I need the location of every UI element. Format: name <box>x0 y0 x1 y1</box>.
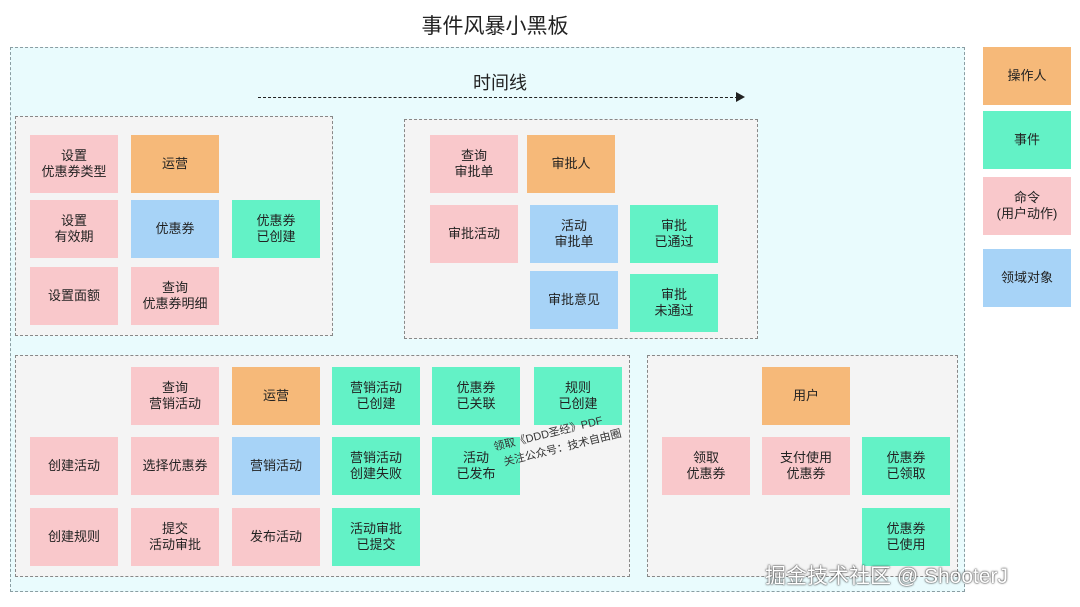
legend-actor: 操作人 <box>983 47 1071 105</box>
note-coupon-linked: 优惠券 已关联 <box>432 367 520 425</box>
note-publish-activity: 发布活动 <box>232 508 320 566</box>
note-claim-coupon: 领取 优惠券 <box>662 437 750 495</box>
note-coupon-claimed: 优惠券 已领取 <box>862 437 950 495</box>
note-query-coupon-detail: 查询 优惠券明细 <box>131 267 219 325</box>
timeline-label: 时间线 <box>473 73 527 93</box>
note-rejected: 审批 未通过 <box>630 274 718 332</box>
note-rule-created: 规则 已创建 <box>534 367 622 425</box>
note-create-activity: 创建活动 <box>30 437 118 495</box>
timeline-arrow-line <box>258 97 738 98</box>
note-approved: 审批 已通过 <box>630 205 718 263</box>
credit-watermark: 掘金技术社区 @ ShooterJ <box>765 565 1009 588</box>
legend-command: 命令 (用户动作) <box>983 177 1071 235</box>
note-coupon: 优惠券 <box>131 200 219 258</box>
note-approval-submitted: 活动审批 已提交 <box>332 508 420 566</box>
legend-event: 事件 <box>983 111 1071 169</box>
legend-domain-object: 领域对象 <box>983 249 1071 307</box>
board-title: 事件风暴小黑板 <box>421 15 569 38</box>
note-activity-created: 营销活动 已创建 <box>332 367 420 425</box>
note-set-coupon-type: 设置 优惠券类型 <box>30 135 118 193</box>
note-activity-create-failed: 营销活动 创建失败 <box>332 437 420 495</box>
note-coupon-used: 优惠券 已使用 <box>862 508 950 566</box>
note-submit-approval: 提交 活动审批 <box>131 508 219 566</box>
note-actor-approver: 审批人 <box>527 135 615 193</box>
note-approval-opinion: 审批意见 <box>530 271 618 329</box>
note-query-activity: 查询 营销活动 <box>131 367 219 425</box>
note-activity-approval: 活动 审批单 <box>530 205 618 263</box>
note-approve-activity: 审批活动 <box>430 205 518 263</box>
note-actor-ops: 运营 <box>232 367 320 425</box>
note-set-validity: 设置 有效期 <box>30 200 118 258</box>
note-actor-ops: 运营 <box>131 135 219 193</box>
note-create-rule: 创建规则 <box>30 508 118 566</box>
arrow-right-icon <box>736 92 745 102</box>
note-pay-with-coupon: 支付使用 优惠券 <box>762 437 850 495</box>
note-activity-published: 活动 已发布 <box>432 437 520 495</box>
note-query-approval: 查询 审批单 <box>430 135 518 193</box>
note-actor-user: 用户 <box>762 367 850 425</box>
note-marketing-activity: 营销活动 <box>232 437 320 495</box>
note-set-amount: 设置面额 <box>30 267 118 325</box>
note-select-coupon: 选择优惠券 <box>131 437 219 495</box>
note-coupon-created: 优惠券 已创建 <box>232 200 320 258</box>
